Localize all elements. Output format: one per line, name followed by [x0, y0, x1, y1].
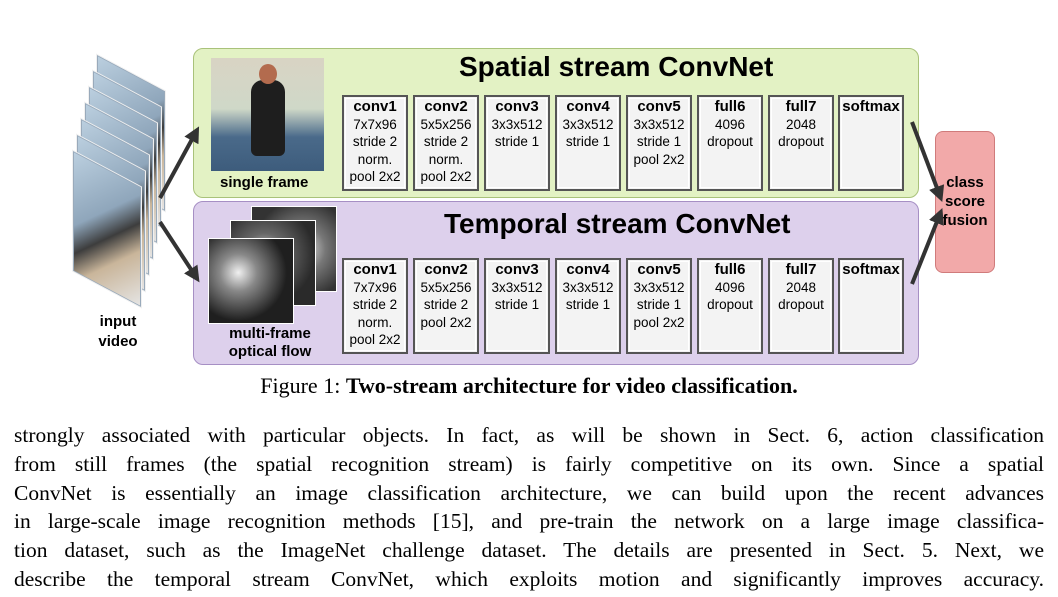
- layer-name: full6: [714, 261, 746, 278]
- class-score-fusion-box: class score fusion: [935, 131, 995, 273]
- layer-spec: 2048 dropout: [778, 116, 824, 150]
- body-paragraph: strongly associated with particular obje…: [14, 421, 1044, 594]
- single-frame-label: single frame: [220, 174, 309, 191]
- layer-spec: 3x3x512 stride 1 pool 2x2: [633, 279, 685, 330]
- layer-softmax: softmax: [839, 259, 903, 353]
- layer-name: softmax: [842, 261, 900, 278]
- layer-name: conv2: [424, 98, 468, 115]
- flow-label-line-1: multi-frame: [229, 325, 311, 342]
- arrow-spatial-to-fusion: [910, 121, 945, 202]
- input-label-line-2: video: [98, 333, 138, 350]
- optical-flow-image: [208, 238, 294, 324]
- layer-name: conv4: [566, 261, 610, 278]
- temporal-stream-panel: Temporal stream ConvNet multi-frame opti…: [193, 201, 919, 365]
- layer-name: conv1: [353, 261, 397, 278]
- layer-spec: 4096 dropout: [707, 279, 753, 313]
- layer-spec: 5x5x256 stride 2 norm. pool 2x2: [420, 116, 472, 185]
- body-line: ConvNet is essentially an image classifi…: [14, 480, 1044, 505]
- body-line: tion dataset, such as the ImageNet chall…: [14, 538, 1044, 563]
- caption-title: Two-stream architecture for video classi…: [345, 373, 798, 398]
- body-line: strongly associated with particular obje…: [14, 423, 1044, 447]
- connector-arrows: [158, 121, 945, 285]
- body-line: describe the temporal stream ConvNet, wh…: [14, 566, 1044, 591]
- layer-name: full6: [714, 98, 746, 115]
- layer-spec: 3x3x512 stride 1: [491, 116, 543, 150]
- layer-name: conv1: [353, 98, 397, 115]
- layer-spec: 3x3x512 stride 1: [491, 279, 543, 313]
- layer-spec: 7x7x96 stride 2 norm. pool 2x2: [349, 116, 401, 185]
- fusion-line-1: class: [946, 174, 984, 191]
- flow-label-line-2: optical flow: [228, 343, 312, 360]
- layer-name: conv5: [637, 98, 681, 115]
- body-line: from still frames (the spatial recogniti…: [14, 451, 1044, 476]
- caption-prefix: Figure 1:: [260, 373, 346, 398]
- layer-name: full7: [785, 261, 817, 278]
- layer-name: softmax: [842, 98, 900, 115]
- athlete-figure: [251, 80, 285, 156]
- layer-name: conv2: [424, 261, 468, 278]
- figure-caption: Figure 1: Two-stream architecture for vi…: [0, 373, 1058, 399]
- layer-spec: 3x3x512 stride 1 pool 2x2: [633, 116, 685, 167]
- layer-softmax: softmax: [839, 96, 903, 190]
- layer-name: conv4: [566, 98, 610, 115]
- layer-name: conv5: [637, 261, 681, 278]
- architecture-figure: input video Spatial stream ConvNet singl…: [72, 48, 995, 365]
- layer-spec: 7x7x96 stride 2 norm. pool 2x2: [349, 279, 401, 348]
- fusion-line-3: fusion: [942, 212, 988, 229]
- arrow-to-temporal: [158, 220, 200, 283]
- spatial-stream-title: Spatial stream ConvNet: [459, 51, 774, 82]
- layer-spec: 3x3x512 stride 1: [562, 279, 614, 313]
- optical-flow-label: multi-frame optical flow: [210, 325, 330, 361]
- layer-name: conv3: [495, 98, 539, 115]
- layer-spec: 5x5x256 stride 2 pool 2x2: [420, 279, 472, 330]
- arrow-to-spatial: [158, 126, 200, 199]
- spatial-stream-panel: Spatial stream ConvNet single frame conv…: [193, 48, 919, 198]
- single-frame-image: [211, 58, 324, 171]
- fusion-line-2: score: [944, 193, 986, 210]
- input-video-label: input video: [78, 312, 158, 352]
- temporal-stream-title: Temporal stream ConvNet: [444, 208, 791, 239]
- layer-spec: 3x3x512 stride 1: [562, 116, 614, 150]
- layer-spec: 4096 dropout: [707, 116, 753, 150]
- body-line: in large-scale image recognition methods…: [14, 509, 1044, 534]
- layer-spec: 2048 dropout: [778, 279, 824, 313]
- athlete-head: [259, 64, 277, 84]
- input-label-line-1: input: [99, 313, 137, 330]
- layer-name: conv3: [495, 261, 539, 278]
- arrow-temporal-to-fusion: [910, 208, 944, 285]
- layer-name: full7: [785, 98, 817, 115]
